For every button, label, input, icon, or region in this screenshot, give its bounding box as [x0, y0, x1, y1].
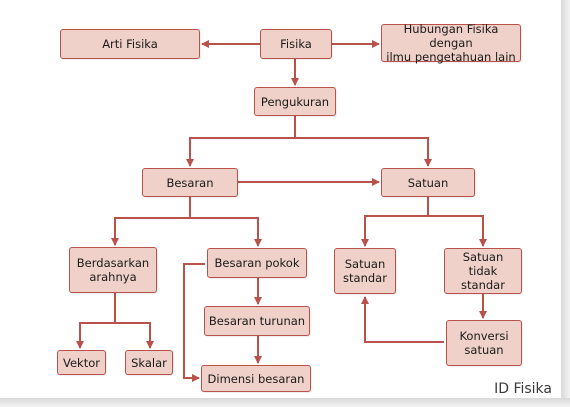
arrow-satuan-to-satuan-standar [361, 197, 429, 247]
arrow-besaran-to-besaran-pokok [190, 217, 262, 247]
node-skalar: Skalar [125, 350, 173, 375]
node-vektor: Vektor [57, 350, 106, 375]
arrow-besaran-to-berdasarkan-arahnya [111, 197, 191, 246]
arrow-arahnya-to-vektor [76, 293, 116, 349]
node-satuan-standar: Satuan standar [334, 248, 396, 294]
node-arti-fisika: Arti Fisika [60, 29, 200, 59]
node-besaran: Besaran [142, 168, 238, 197]
node-besaran-pokok: Besaran pokok [207, 248, 307, 278]
arrow-pengukuran-to-satuan [295, 137, 432, 167]
node-satuan-tidak-standar: Satuan tidak standar [444, 248, 522, 294]
node-konversi-satuan: Konversi satuan [446, 320, 522, 366]
node-dimensi-besaran: Dimensi besaran [201, 365, 311, 392]
node-satuan: Satuan [381, 168, 475, 197]
arrow-satuan-to-satuan-tidak-standar [428, 215, 487, 247]
node-pengukuran: Pengukuran [254, 87, 336, 116]
node-hubungan: Hubungan Fisika dengan ilmu pengetahuan … [381, 22, 521, 64]
arrow-pokok-to-dimensi [183, 263, 205, 382]
arrow-arahnya-to-skalar [115, 322, 154, 349]
node-berdasarkan-arahnya: Berdasarkan arahnya [69, 247, 157, 293]
node-besaran-turunan: Besaran turunan [204, 306, 310, 336]
image-frame-shadow-right [561, 0, 570, 407]
arrow-pengukuran-to-besaran [186, 116, 296, 167]
watermark-label: ID Fisika [494, 381, 552, 397]
image-frame-shadow-bottom [0, 398, 570, 407]
node-fisika: Fisika [260, 29, 332, 59]
arrow-konversi-to-satuan-standar [361, 296, 444, 343]
